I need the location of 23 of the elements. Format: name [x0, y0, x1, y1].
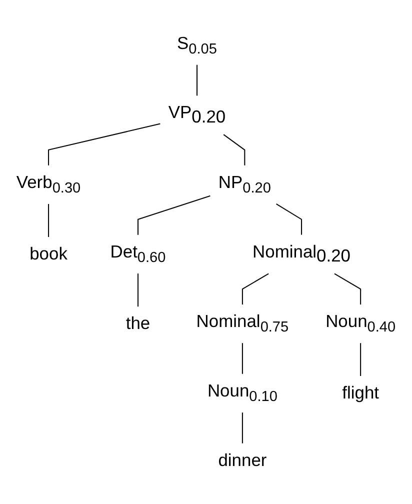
node-text: Noun$_{0.10}$	[207, 381, 278, 406]
node-text: book	[30, 244, 68, 264]
connector	[48, 204, 50, 238]
node-text: the	[126, 314, 150, 334]
node-text: NP$_{0.20}$	[218, 172, 271, 197]
node-text: Det$_{0.60}$	[110, 242, 166, 266]
connector	[196, 64, 198, 96]
connector	[242, 343, 243, 374]
node-text: Nominal$_{0.75}$	[196, 312, 289, 336]
connector	[137, 274, 139, 307]
node-text: Noun$_{0.40}$	[326, 312, 396, 336]
connector	[242, 412, 243, 444]
connector	[334, 273, 362, 304]
node-text: flight	[342, 383, 380, 403]
node-text: Verb$_{0.30}$	[16, 172, 81, 197]
connector	[360, 343, 362, 376]
node-text: dinner	[218, 450, 267, 470]
node-text: S$_{0.05}$	[177, 33, 217, 58]
connector	[276, 204, 302, 235]
connector	[223, 134, 246, 166]
connector	[48, 123, 160, 166]
connector	[137, 195, 210, 235]
connector	[242, 273, 269, 304]
